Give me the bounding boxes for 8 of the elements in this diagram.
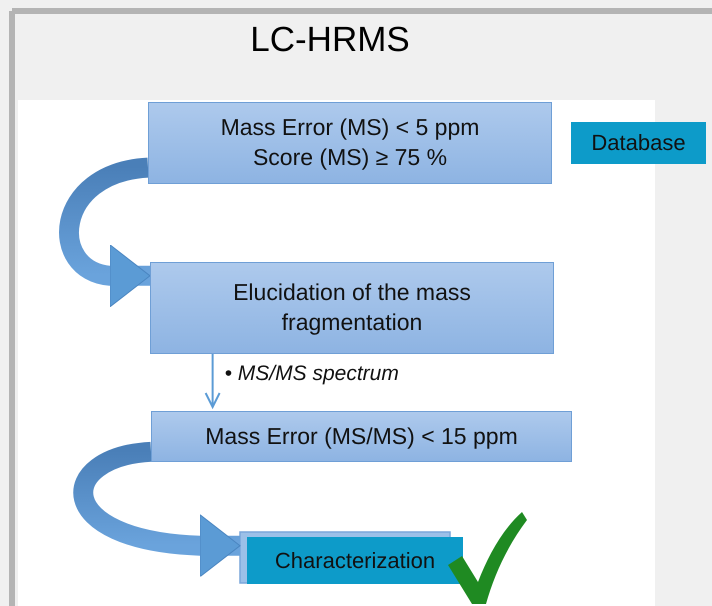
condition-box: Mass Error (MS/MS) < 15 ppm — [151, 411, 572, 462]
condition-box: Mass Error (MS) < 5 ppm Score (MS) ≥ 75 % — [148, 102, 552, 184]
diagram-title: LC-HRMS — [249, 20, 411, 60]
edge-label: • MS/MS spectrum — [224, 362, 399, 386]
category-tag: Database — [571, 122, 706, 164]
process-box: Elucidation of the mass fragmentation — [150, 262, 554, 354]
arrow — [204, 354, 221, 408]
result-tag: Characterization — [247, 537, 463, 584]
